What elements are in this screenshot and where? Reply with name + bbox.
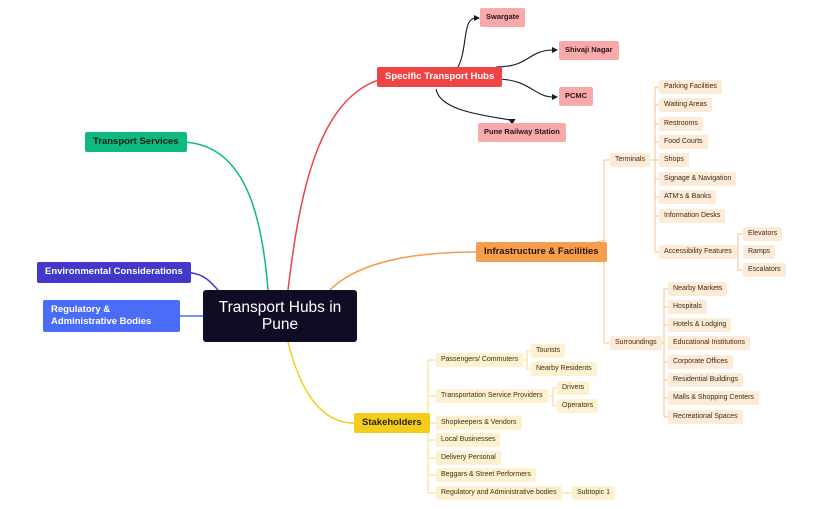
surroundings-node[interactable]: Surroundings <box>610 336 662 350</box>
specific-transport-hubs-node[interactable]: Specific Transport Hubs <box>377 67 503 87</box>
provider-item[interactable]: Operators <box>557 399 599 413</box>
arrow-swargate <box>457 17 477 68</box>
terminals-node[interactable]: Terminals <box>610 153 650 167</box>
surroundings-item[interactable]: Hotels & Lodging <box>668 318 732 332</box>
transport-services-node[interactable]: Transport Services <box>85 132 187 152</box>
terminal-item[interactable]: Parking Facilities <box>659 80 722 94</box>
surroundings-item[interactable]: Residential Buildings <box>668 373 743 387</box>
surroundings-item[interactable]: Educational Institutions <box>668 336 750 350</box>
hub-pcmc[interactable]: PCMC <box>559 87 594 106</box>
passengers-node[interactable]: Passengers/ Commuters <box>436 353 524 367</box>
surroundings-item[interactable]: Nearby Markets <box>668 282 728 296</box>
stakeholder-item[interactable]: Beggars & Street Performers <box>436 468 536 482</box>
regulatory-bodies-node[interactable]: Regulatory and Administrative bodies <box>436 486 562 500</box>
stakeholder-item[interactable]: Delivery Personal <box>436 451 501 465</box>
terminal-item[interactable]: Food Courts <box>659 135 708 149</box>
central-topic[interactable]: Transport Hubs in Pune <box>203 290 357 342</box>
surroundings-item[interactable]: Corporate Offices <box>668 355 733 369</box>
accessibility-item[interactable]: Elevators <box>743 227 783 241</box>
stakeholder-item[interactable]: Shopkeepers & Vendors <box>436 416 522 430</box>
subtopic-item[interactable]: Subtopic 1 <box>572 486 616 500</box>
arrow-railway <box>435 88 511 121</box>
regulatory-administrative-node[interactable]: Regulatory & Administrative Bodies <box>43 300 180 332</box>
accessibility-item[interactable]: Ramps <box>743 245 776 259</box>
service-providers-node[interactable]: Transportation Service Providers <box>436 389 548 403</box>
link-stakeholders <box>287 341 355 424</box>
passenger-item[interactable]: Nearby Residents <box>531 362 597 376</box>
terminal-item[interactable]: Restrooms <box>659 117 703 131</box>
hub-shivaji-nagar[interactable]: Shivaji Nagar <box>559 41 619 60</box>
environmental-considerations-node[interactable]: Environmental Considerations <box>37 262 191 283</box>
accessibility-item[interactable]: Escalators <box>743 263 786 277</box>
terminal-item[interactable]: ATM's & Banks <box>659 190 717 204</box>
link-transport-services <box>179 141 269 291</box>
surroundings-item[interactable]: Malls & Shopping Centers <box>668 391 759 405</box>
link-infrastructure <box>329 251 477 291</box>
terminal-item[interactable]: Signage & Navigation <box>659 172 737 186</box>
terminal-item[interactable]: Waiting Areas <box>659 98 712 112</box>
terminal-item[interactable]: Shops <box>659 153 689 167</box>
link-specific-hubs <box>287 75 401 291</box>
surroundings-item[interactable]: Recreational Spaces <box>668 410 743 424</box>
hub-swargate[interactable]: Swargate <box>480 8 526 27</box>
provider-item[interactable]: Drivers <box>557 381 590 395</box>
accessibility-features-node[interactable]: Accessibility Features <box>659 245 737 259</box>
passenger-item[interactable]: Tourists <box>531 344 566 358</box>
surroundings-item[interactable]: Hospitals <box>668 300 707 314</box>
stakeholders-node[interactable]: Stakeholders <box>354 413 430 433</box>
infrastructure-facilities-node[interactable]: Infrastructure & Facilities <box>476 242 607 262</box>
arrow-pcmc <box>495 78 554 98</box>
arrow-shivaji-nagar <box>495 49 554 68</box>
stakeholder-item[interactable]: Local Businesses <box>436 433 501 447</box>
terminal-item[interactable]: Information Desks <box>659 209 726 223</box>
hub-pune-railway-station[interactable]: Pune Railway Station <box>478 123 566 142</box>
